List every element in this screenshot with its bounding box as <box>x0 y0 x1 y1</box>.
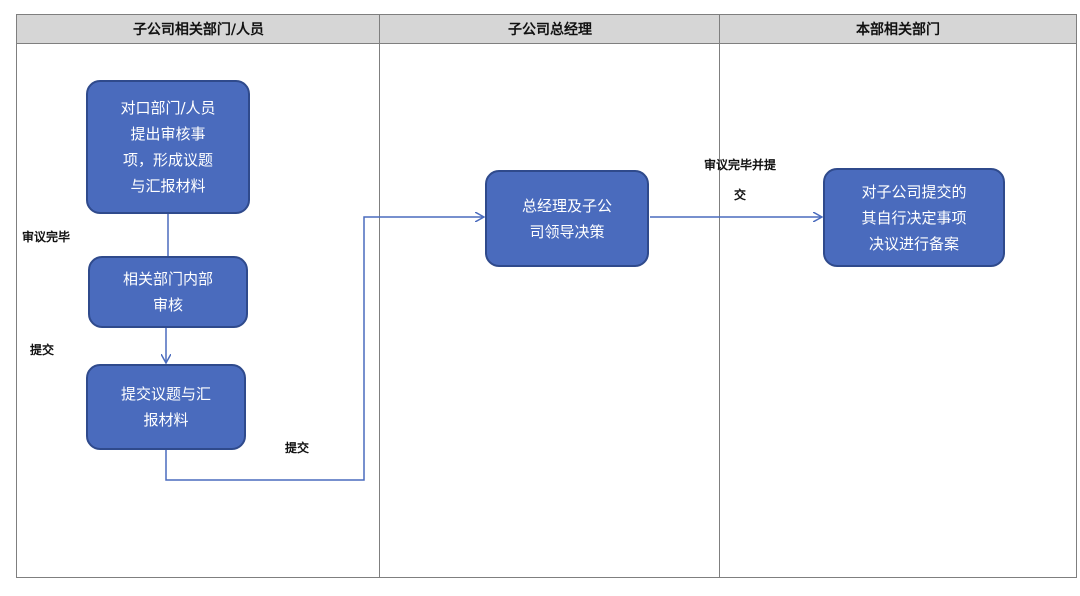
lane-header-subsidiary-dept: 子公司相关部门/人员 <box>17 15 380 44</box>
node-submit-materials: 提交议题与汇 报材料 <box>86 364 246 450</box>
node-propose-topic: 对口部门/人员 提出审核事 项，形成议题 与汇报材料 <box>86 80 250 214</box>
edge-label-submit: 提交 <box>30 343 55 357</box>
edge-n3-n4 <box>165 217 483 481</box>
lane-header-hq-dept: 本部相关部门 <box>720 15 1076 44</box>
swimlane-frame: 子公司相关部门/人员 子公司总经理 本部相关部门 <box>16 14 1077 578</box>
edge-label-review-submit: 审议完毕并提 交 <box>704 158 777 202</box>
edge-label-review-done: 审议完毕 <box>22 230 71 244</box>
edge-label-submit: 提交 <box>285 441 310 455</box>
lane-divider <box>719 15 720 577</box>
node-filing: 对子公司提交的 其自行决定事项 决议进行备案 <box>823 168 1005 267</box>
lane-header-general-manager: 子公司总经理 <box>380 15 720 44</box>
node-leadership-decision: 总经理及子公 司领导决策 <box>485 170 649 267</box>
node-internal-review: 相关部门内部 审核 <box>88 256 248 328</box>
lane-divider <box>379 15 380 577</box>
